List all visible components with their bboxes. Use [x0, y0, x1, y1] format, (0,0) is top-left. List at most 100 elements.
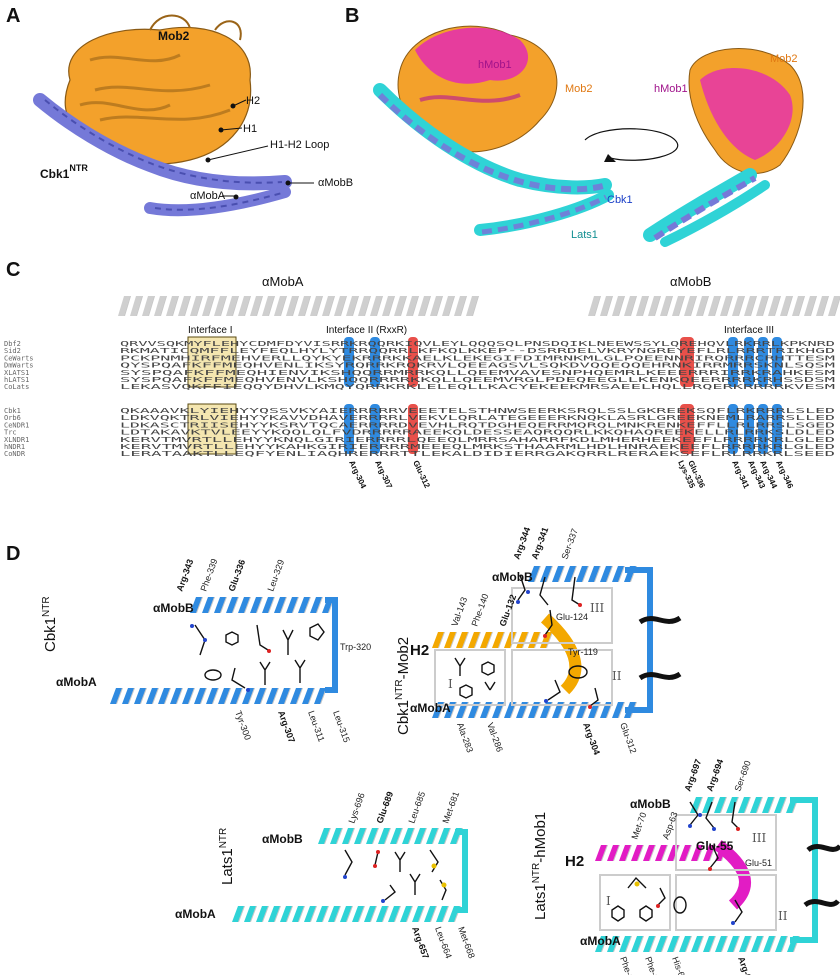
d3-amobA-segment: [244, 906, 256, 922]
d3-sidechains: [343, 849, 447, 903]
d3-amobB-segment: [438, 828, 450, 844]
interface-3-box-top-2: [744, 337, 754, 387]
amobB-ribbon-segment: [696, 296, 708, 316]
d2-helix-h2: [432, 632, 553, 648]
rotation-arrow: [584, 128, 679, 161]
d1-amobA-shade: [272, 688, 279, 704]
d4-amobA-shade: [697, 936, 704, 952]
amobB-ribbon-shade: [666, 296, 673, 316]
amobA-ribbon-shade: [160, 296, 167, 316]
d4-h2-shade: [637, 845, 644, 861]
aln1-row-sequence: LEKASVQKFFIEQQYDHVLKMQYQRRKRKLELEQLLKACY…: [120, 383, 835, 391]
d4-h2-segment: [619, 845, 631, 861]
label-hmob1-right: hMob1: [654, 83, 688, 95]
d4-h2-shade: [697, 845, 704, 861]
d2-amobB-segment: [612, 566, 624, 582]
panel-c-label: C: [6, 259, 20, 281]
dot-h1: [218, 127, 224, 133]
aln1-row-sequence: QYSPQAFKFFMEQHVENLIKSYRQRRKRQKRVLQEEAGSV…: [120, 362, 835, 370]
d1-amobB-segment: [262, 597, 274, 613]
d2-h2-segment: [468, 632, 480, 648]
interface-3-box-bottom-4: [772, 404, 782, 454]
d3-amobB-shade: [432, 828, 439, 844]
d3-amobB-shade: [420, 828, 427, 844]
d3-amobA-shade: [274, 906, 281, 922]
d1-amobB-shade: [232, 597, 239, 613]
d1-amobA-shade: [284, 688, 291, 704]
panel-a: A Mob2 H2 H1 H1-H2 Loop Cbk1NTR αMobB αM…: [6, 5, 353, 217]
helix-ribbon-amobA: [118, 296, 479, 316]
d4-amobA-shade: [649, 936, 656, 952]
panel-b: B hMob1 Mob2 Cbk1 Lats1 hMob1 Mob2: [345, 5, 804, 247]
d1-amobA-segment: [314, 688, 326, 704]
d4-amobA-segment: [763, 936, 775, 952]
d4-h2-shade: [625, 845, 632, 861]
label-amobA-c: αMobA: [262, 274, 304, 289]
d4-amobA-shade: [745, 936, 752, 952]
d4-amobA-segment: [679, 936, 691, 952]
d1-amobA-shade: [236, 688, 243, 704]
interface-2-arg-box-top-2: [370, 337, 380, 387]
d3-loop: [455, 829, 468, 913]
helix-ribbon-amobB: [588, 296, 840, 316]
d2-h2-shade: [486, 632, 493, 648]
amobB-ribbon-shade: [678, 296, 685, 316]
amobB-ribbon-segment: [600, 296, 612, 316]
d4-amobA-segment: [775, 936, 787, 952]
amobB-ribbon-shade: [834, 296, 840, 316]
d2-amobB-segment: [600, 566, 612, 582]
d1-amobA-shade: [188, 688, 195, 704]
label-h1h2-loop: H1-H2 Loop: [270, 139, 329, 151]
d1-amobA-segment: [110, 688, 122, 704]
d1-amobA-segment: [278, 688, 290, 704]
amobA-ribbon-segment: [286, 296, 298, 316]
d3-amobB-shade: [336, 828, 343, 844]
aln2-row-name: Trc: [4, 429, 17, 437]
label-interface-3: Interface III: [724, 325, 774, 336]
d4-loop: [790, 797, 818, 943]
d2-h2-shade: [462, 632, 469, 648]
d4-bottom-residue: His-646: [670, 955, 690, 975]
d1-top-residue: Arg-343: [174, 558, 195, 593]
d4-amobA-shade: [613, 936, 620, 952]
amobB-ribbon-shade: [822, 296, 829, 316]
d2-break-1: [638, 615, 682, 625]
interface-1-box-bottom: [187, 403, 237, 455]
amobB-ribbon-segment: [636, 296, 648, 316]
amobA-ribbon-segment: [238, 296, 250, 316]
aln1-row-name: DmWarts: [4, 362, 34, 370]
d4-amobA-segment: [715, 936, 727, 952]
d2-h2-segment: [444, 632, 456, 648]
d4-amobA-shade: [601, 936, 608, 952]
label-amobA-a: αMobA: [190, 190, 226, 202]
d4-h2-segment: [607, 845, 619, 861]
d1-amobA: αMobA: [56, 675, 97, 689]
aln1-row-sequence: SYSPQAFKFFMEQHVENVLKSHQQRRRRKKQLLQEEMVRG…: [120, 376, 835, 384]
label-amobB-c: αMobB: [670, 274, 711, 289]
d4-amobA-segment: [643, 936, 655, 952]
d2-amobB-segment: [564, 566, 576, 582]
d3-amobA-segment: [412, 906, 424, 922]
d1-amobA-shade: [128, 688, 135, 704]
d1-amobA-segment: [266, 688, 278, 704]
d2-mid-residue: Phe-140: [469, 592, 490, 627]
d2-mid-residue: Glu-132: [497, 593, 518, 627]
d3-amobA-shade: [442, 906, 449, 922]
amobA-ribbon-shade: [220, 296, 227, 316]
interface-2-arg-box-bottom-1: [344, 404, 354, 454]
d1-amobB-shade: [208, 597, 215, 613]
amobB-ribbon-shade: [702, 296, 709, 316]
amobB-ribbon-shade: [690, 296, 697, 316]
d3-top-residue: Met-681: [440, 790, 461, 824]
d3-amobA-segment: [304, 906, 316, 922]
d4-h2-segment: [679, 845, 691, 861]
d1-amobB-shade: [196, 597, 203, 613]
d3-amobA-segment: [328, 906, 340, 922]
interface-2-glu-box-top: [408, 337, 418, 387]
d2-glu124: Glu-124: [556, 612, 588, 622]
amobA-ribbon-shade: [256, 296, 263, 316]
